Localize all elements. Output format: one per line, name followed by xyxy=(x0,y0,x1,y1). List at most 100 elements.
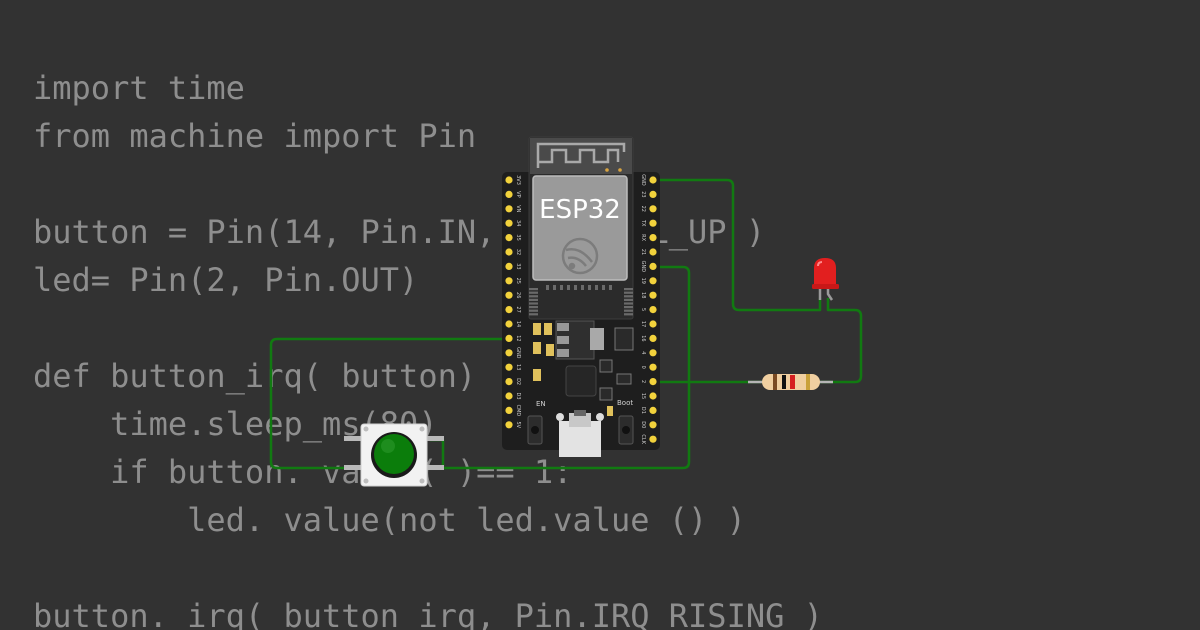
boot-button[interactable] xyxy=(618,415,634,445)
red-led[interactable] xyxy=(812,258,839,301)
button-leg xyxy=(424,436,444,441)
pin-label: GND xyxy=(640,261,646,273)
header-pin[interactable] xyxy=(649,248,657,256)
header-pin[interactable] xyxy=(649,320,657,328)
header-pin[interactable] xyxy=(649,234,657,242)
code-line: button. irq( button irq, Pin.IRQ RISING … xyxy=(33,597,823,630)
pin-label: 16 xyxy=(640,335,646,341)
module-castellations xyxy=(529,285,633,316)
pin-label: D0 xyxy=(640,421,646,428)
pin-label: GND xyxy=(640,174,646,186)
pin-label: 32 xyxy=(515,249,521,255)
code-line: import time xyxy=(33,69,245,107)
wire-gnd-to-led[interactable] xyxy=(653,178,822,312)
header-pin[interactable] xyxy=(649,205,657,213)
pin-label: 26 xyxy=(515,292,521,298)
pin-label: D2 xyxy=(515,378,521,385)
header-pin[interactable] xyxy=(505,176,513,184)
pin-label: GND xyxy=(515,347,521,359)
pin-label: RX xyxy=(640,234,646,241)
header-pin[interactable] xyxy=(505,234,513,242)
header-pin[interactable] xyxy=(505,421,513,429)
pin-label: 5 xyxy=(640,308,646,311)
pin-label: 12 xyxy=(515,335,521,341)
header-pin[interactable] xyxy=(505,205,513,213)
esp32-board[interactable]: ESP32 EN xyxy=(502,136,660,457)
code-line: def button_irq( button) : xyxy=(33,357,515,395)
wire-gpio14-to-button[interactable] xyxy=(269,337,508,470)
pin-label: VN xyxy=(515,205,521,212)
header-pin[interactable] xyxy=(505,277,513,285)
pin-label: 3V3 xyxy=(515,175,521,185)
header-pin[interactable] xyxy=(649,334,657,342)
pin-label: 23 xyxy=(640,191,646,197)
header-pin[interactable] xyxy=(649,349,657,357)
header-pin[interactable] xyxy=(649,392,657,400)
header-pin[interactable] xyxy=(505,378,513,386)
header-pin[interactable] xyxy=(649,176,657,184)
header-pin[interactable] xyxy=(505,190,513,198)
pin-label: D3 xyxy=(515,392,521,399)
espressif-logo-icon xyxy=(561,237,599,275)
header-pin[interactable] xyxy=(505,334,513,342)
pin-label: 21 xyxy=(640,249,646,255)
en-label: EN xyxy=(536,400,546,408)
micro-usb-port[interactable] xyxy=(559,410,601,457)
pin-label: 19 xyxy=(640,278,646,284)
pin-label: 34 xyxy=(515,220,521,226)
pin-label: 4 xyxy=(640,351,646,354)
button-leg xyxy=(424,465,444,470)
pin-label: 13 xyxy=(515,364,521,370)
header-pin[interactable] xyxy=(649,406,657,414)
wire-led-to-resistor[interactable] xyxy=(820,298,863,384)
header-pin[interactable] xyxy=(505,306,513,314)
header-pin[interactable] xyxy=(505,262,513,270)
usb-uart-chip xyxy=(565,365,597,397)
header-pin[interactable] xyxy=(649,277,657,285)
pin-label: CMD xyxy=(515,405,521,417)
pin-label: D1 xyxy=(640,407,646,414)
pin-label: 17 xyxy=(640,321,646,327)
header-pin[interactable] xyxy=(505,363,513,371)
pin-label: 2 xyxy=(640,380,646,383)
resistor[interactable] xyxy=(748,374,833,390)
pin-label: 27 xyxy=(515,306,521,312)
header-pin[interactable] xyxy=(505,219,513,227)
code-line: led= Pin(2, Pin.OUT) xyxy=(33,261,419,299)
header-pin[interactable] xyxy=(649,363,657,371)
pin-label: 25 xyxy=(515,278,521,284)
header-pin[interactable] xyxy=(649,291,657,299)
header-pin[interactable] xyxy=(505,392,513,400)
button-leg xyxy=(344,436,364,441)
pin-label: CLK xyxy=(640,434,646,444)
board-label: ESP32 xyxy=(539,195,621,225)
code-line: led. value(not led.value () ) xyxy=(33,501,746,539)
pushbutton[interactable] xyxy=(344,423,444,487)
en-button[interactable] xyxy=(527,415,543,445)
button-leg xyxy=(344,465,364,470)
header-pin[interactable] xyxy=(649,190,657,198)
header-pin[interactable] xyxy=(649,378,657,386)
header-pin[interactable] xyxy=(505,406,513,414)
header-pin[interactable] xyxy=(649,435,657,443)
button-cap[interactable] xyxy=(374,434,414,474)
header-pin[interactable] xyxy=(649,262,657,270)
header-pin[interactable] xyxy=(505,349,513,357)
pin-label: VP xyxy=(515,191,521,197)
led-lens xyxy=(814,258,836,286)
header-pin[interactable] xyxy=(649,421,657,429)
header-pin[interactable] xyxy=(505,248,513,256)
header-pin[interactable] xyxy=(649,306,657,314)
pin-label: 0 xyxy=(640,366,646,369)
rf-shield xyxy=(532,175,628,281)
pin-label: 5V xyxy=(515,421,521,428)
wire-button-to-gnd[interactable] xyxy=(430,265,691,470)
header-pin[interactable] xyxy=(649,219,657,227)
header-pin[interactable] xyxy=(505,320,513,328)
header-pin[interactable] xyxy=(505,291,513,299)
